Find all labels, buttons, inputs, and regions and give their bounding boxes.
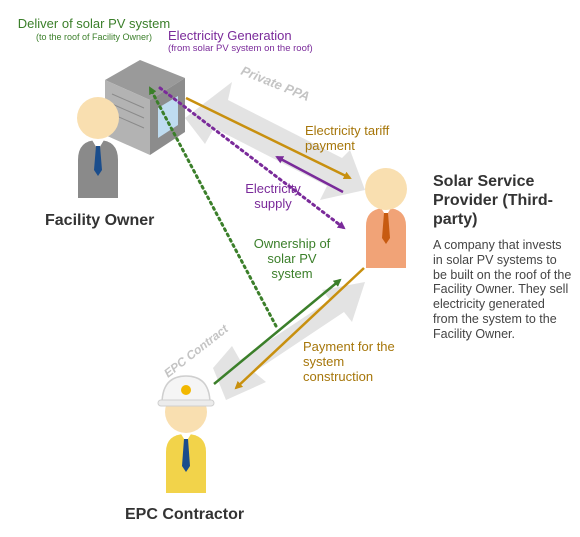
epc-contract-gray-arrow bbox=[213, 282, 365, 400]
electricity-supply-arrow bbox=[275, 155, 344, 194]
delivery-title: Deliver of solar PV system bbox=[17, 16, 171, 31]
construction-payment-label: Payment for the system construction bbox=[303, 339, 395, 384]
epc-contractor-title: EPC Contractor bbox=[125, 506, 245, 523]
electricity-supply-label: Electricity supply bbox=[245, 181, 301, 211]
sun-icon bbox=[181, 385, 191, 395]
tariff-payment-label: Electricity tariff payment bbox=[305, 123, 390, 153]
facility-owner-avatar bbox=[77, 97, 119, 198]
delivery-subtitle: (to the roof of Facility Owner) bbox=[35, 31, 153, 42]
facility-owner-title: Facility Owner bbox=[45, 212, 155, 229]
electricity-generation-arrow bbox=[158, 86, 346, 230]
generation-subtitle: (from solar PV system on the roof) bbox=[168, 42, 313, 54]
pv-delivery-arrow bbox=[148, 86, 278, 328]
epc-contractor-avatar bbox=[157, 375, 215, 493]
solar-provider-description: A company that invests in solar PV syste… bbox=[433, 238, 572, 341]
ownership-label: Ownership of solar PV system bbox=[253, 236, 331, 281]
ownership-arrow bbox=[213, 278, 342, 385]
solar-pv-system-icon bbox=[105, 60, 185, 155]
solar-provider-avatar bbox=[365, 168, 407, 268]
delivery-label: Deliver of solar PV system (to the roof … bbox=[14, 16, 174, 42]
solar-provider-title: Solar Service Provider (Third-party) bbox=[433, 173, 554, 229]
private-ppa-label: Private PPA bbox=[239, 63, 312, 104]
generation-label: Electricity Generation (from solar PV sy… bbox=[168, 28, 318, 55]
construction-payment-arrow bbox=[234, 267, 365, 390]
tariff-payment-arrow bbox=[185, 96, 352, 180]
generation-title: Electricity Generation bbox=[168, 28, 292, 43]
